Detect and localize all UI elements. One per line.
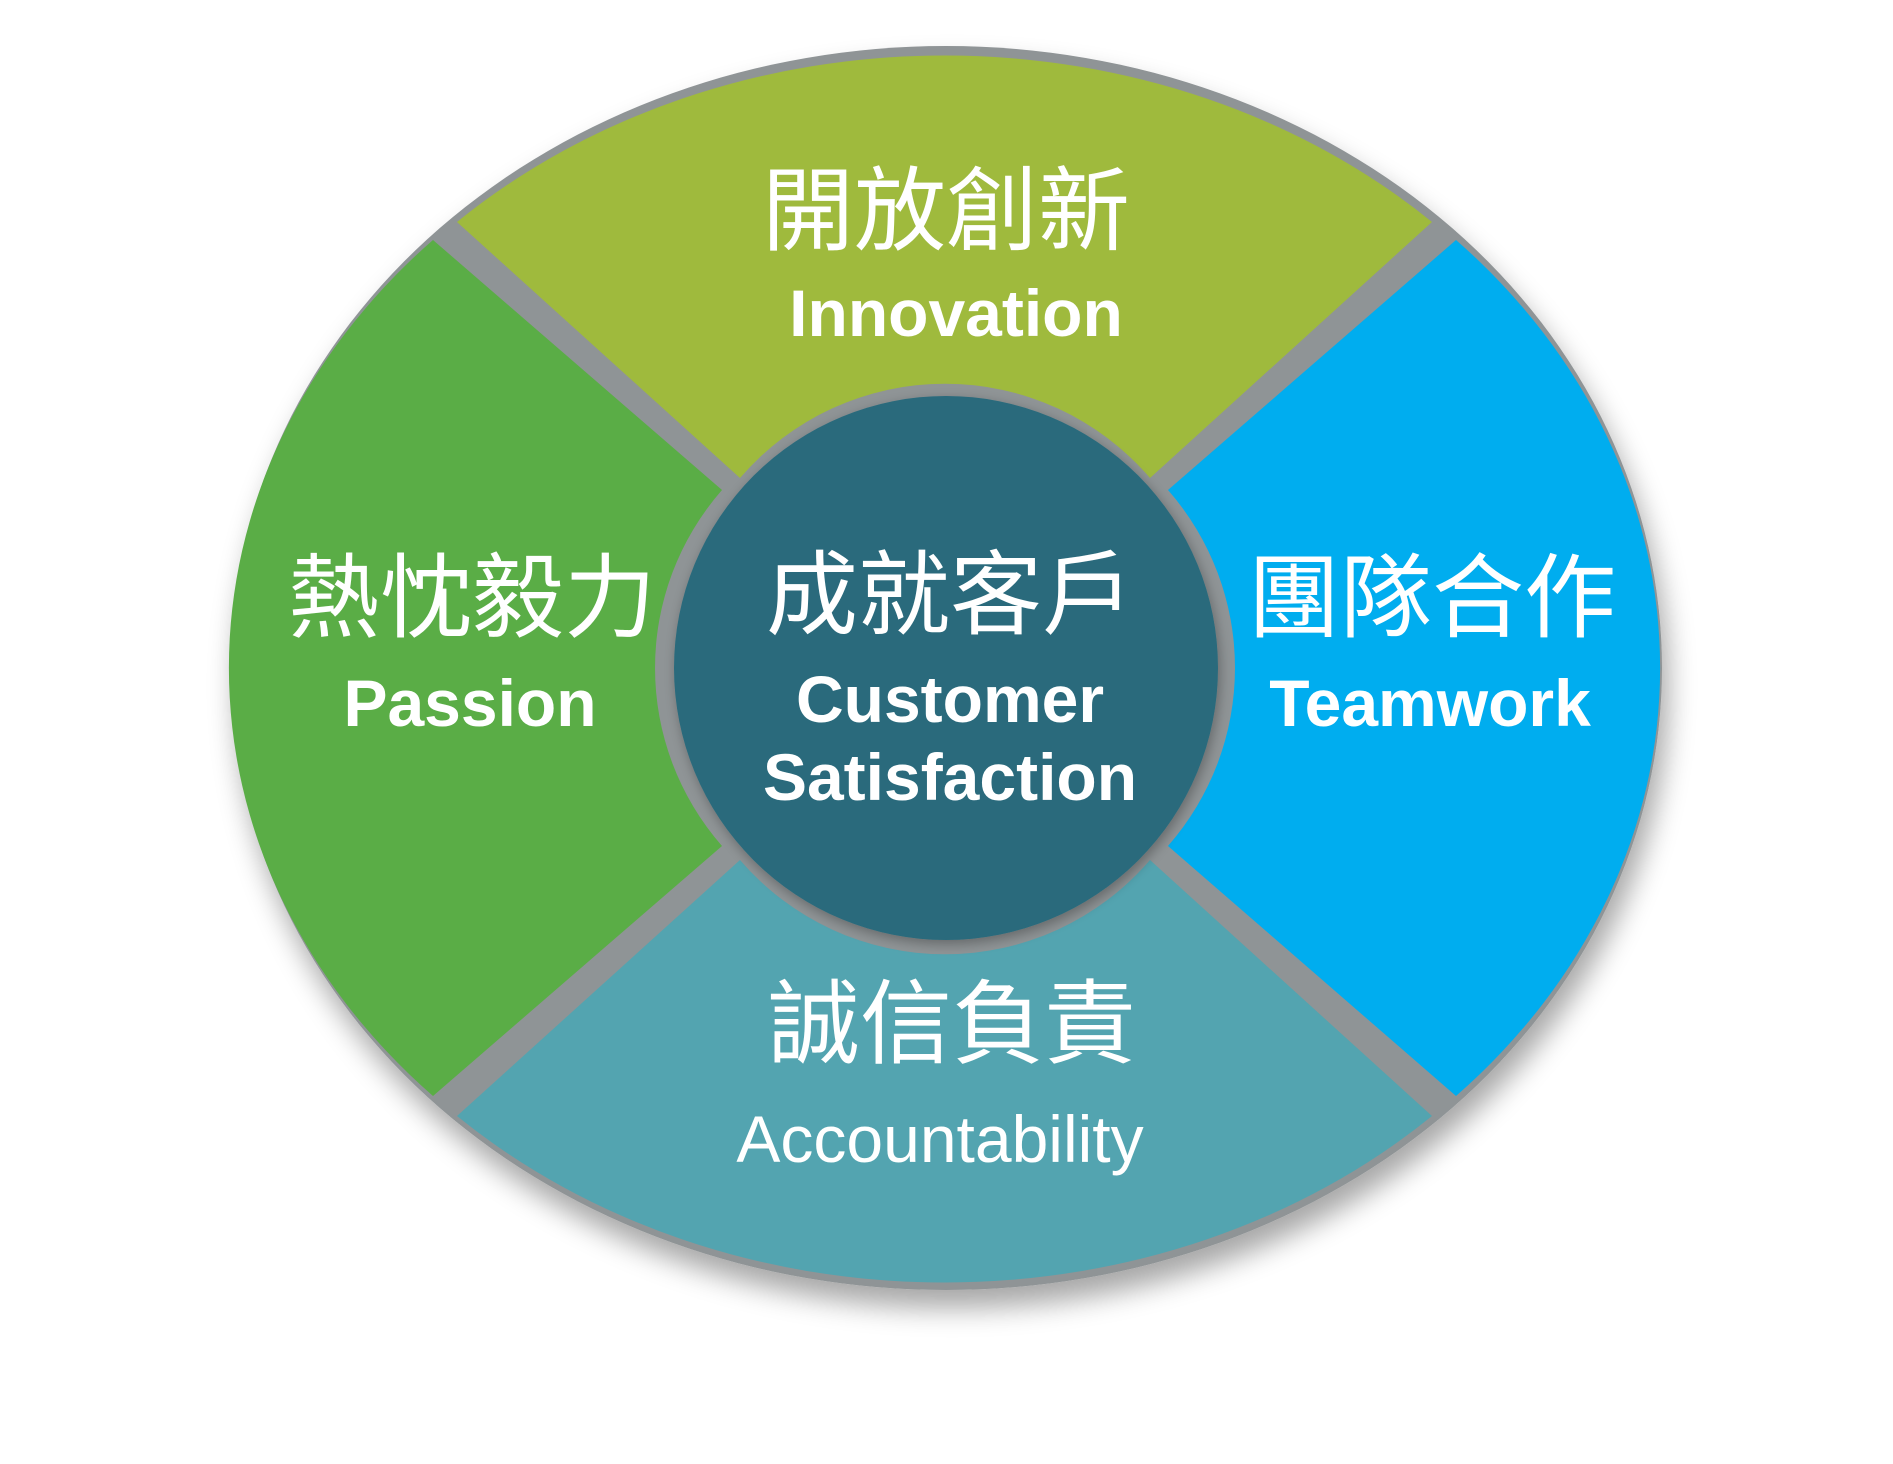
passion-label-en: Passion (343, 666, 596, 740)
customer-satisfaction-label-zh: 成就客戶 (766, 542, 1134, 649)
accountability-segment (457, 860, 1432, 1283)
customer-satisfaction-line-2: Satisfaction (763, 740, 1137, 814)
innovation-label-zh: 開放創新 (762, 158, 1130, 265)
teamwork-label-en: Teamwork (1269, 666, 1591, 740)
innovation-label-en: Innovation (789, 276, 1123, 350)
teamwork-label-zh: 團隊合作 (1248, 545, 1616, 652)
customer-satisfaction-circle (674, 396, 1218, 940)
teamwork-segment (1168, 240, 1661, 1096)
passion-segment (228, 240, 723, 1096)
customer-satisfaction-line-1: Customer (796, 662, 1104, 736)
accountability-label-zh: 誠信負責 (768, 971, 1136, 1078)
accountability-label-en: Accountability (736, 1102, 1143, 1176)
innovation-segment (457, 55, 1432, 478)
passion-label-zh: 熱忱毅力 (288, 545, 656, 652)
